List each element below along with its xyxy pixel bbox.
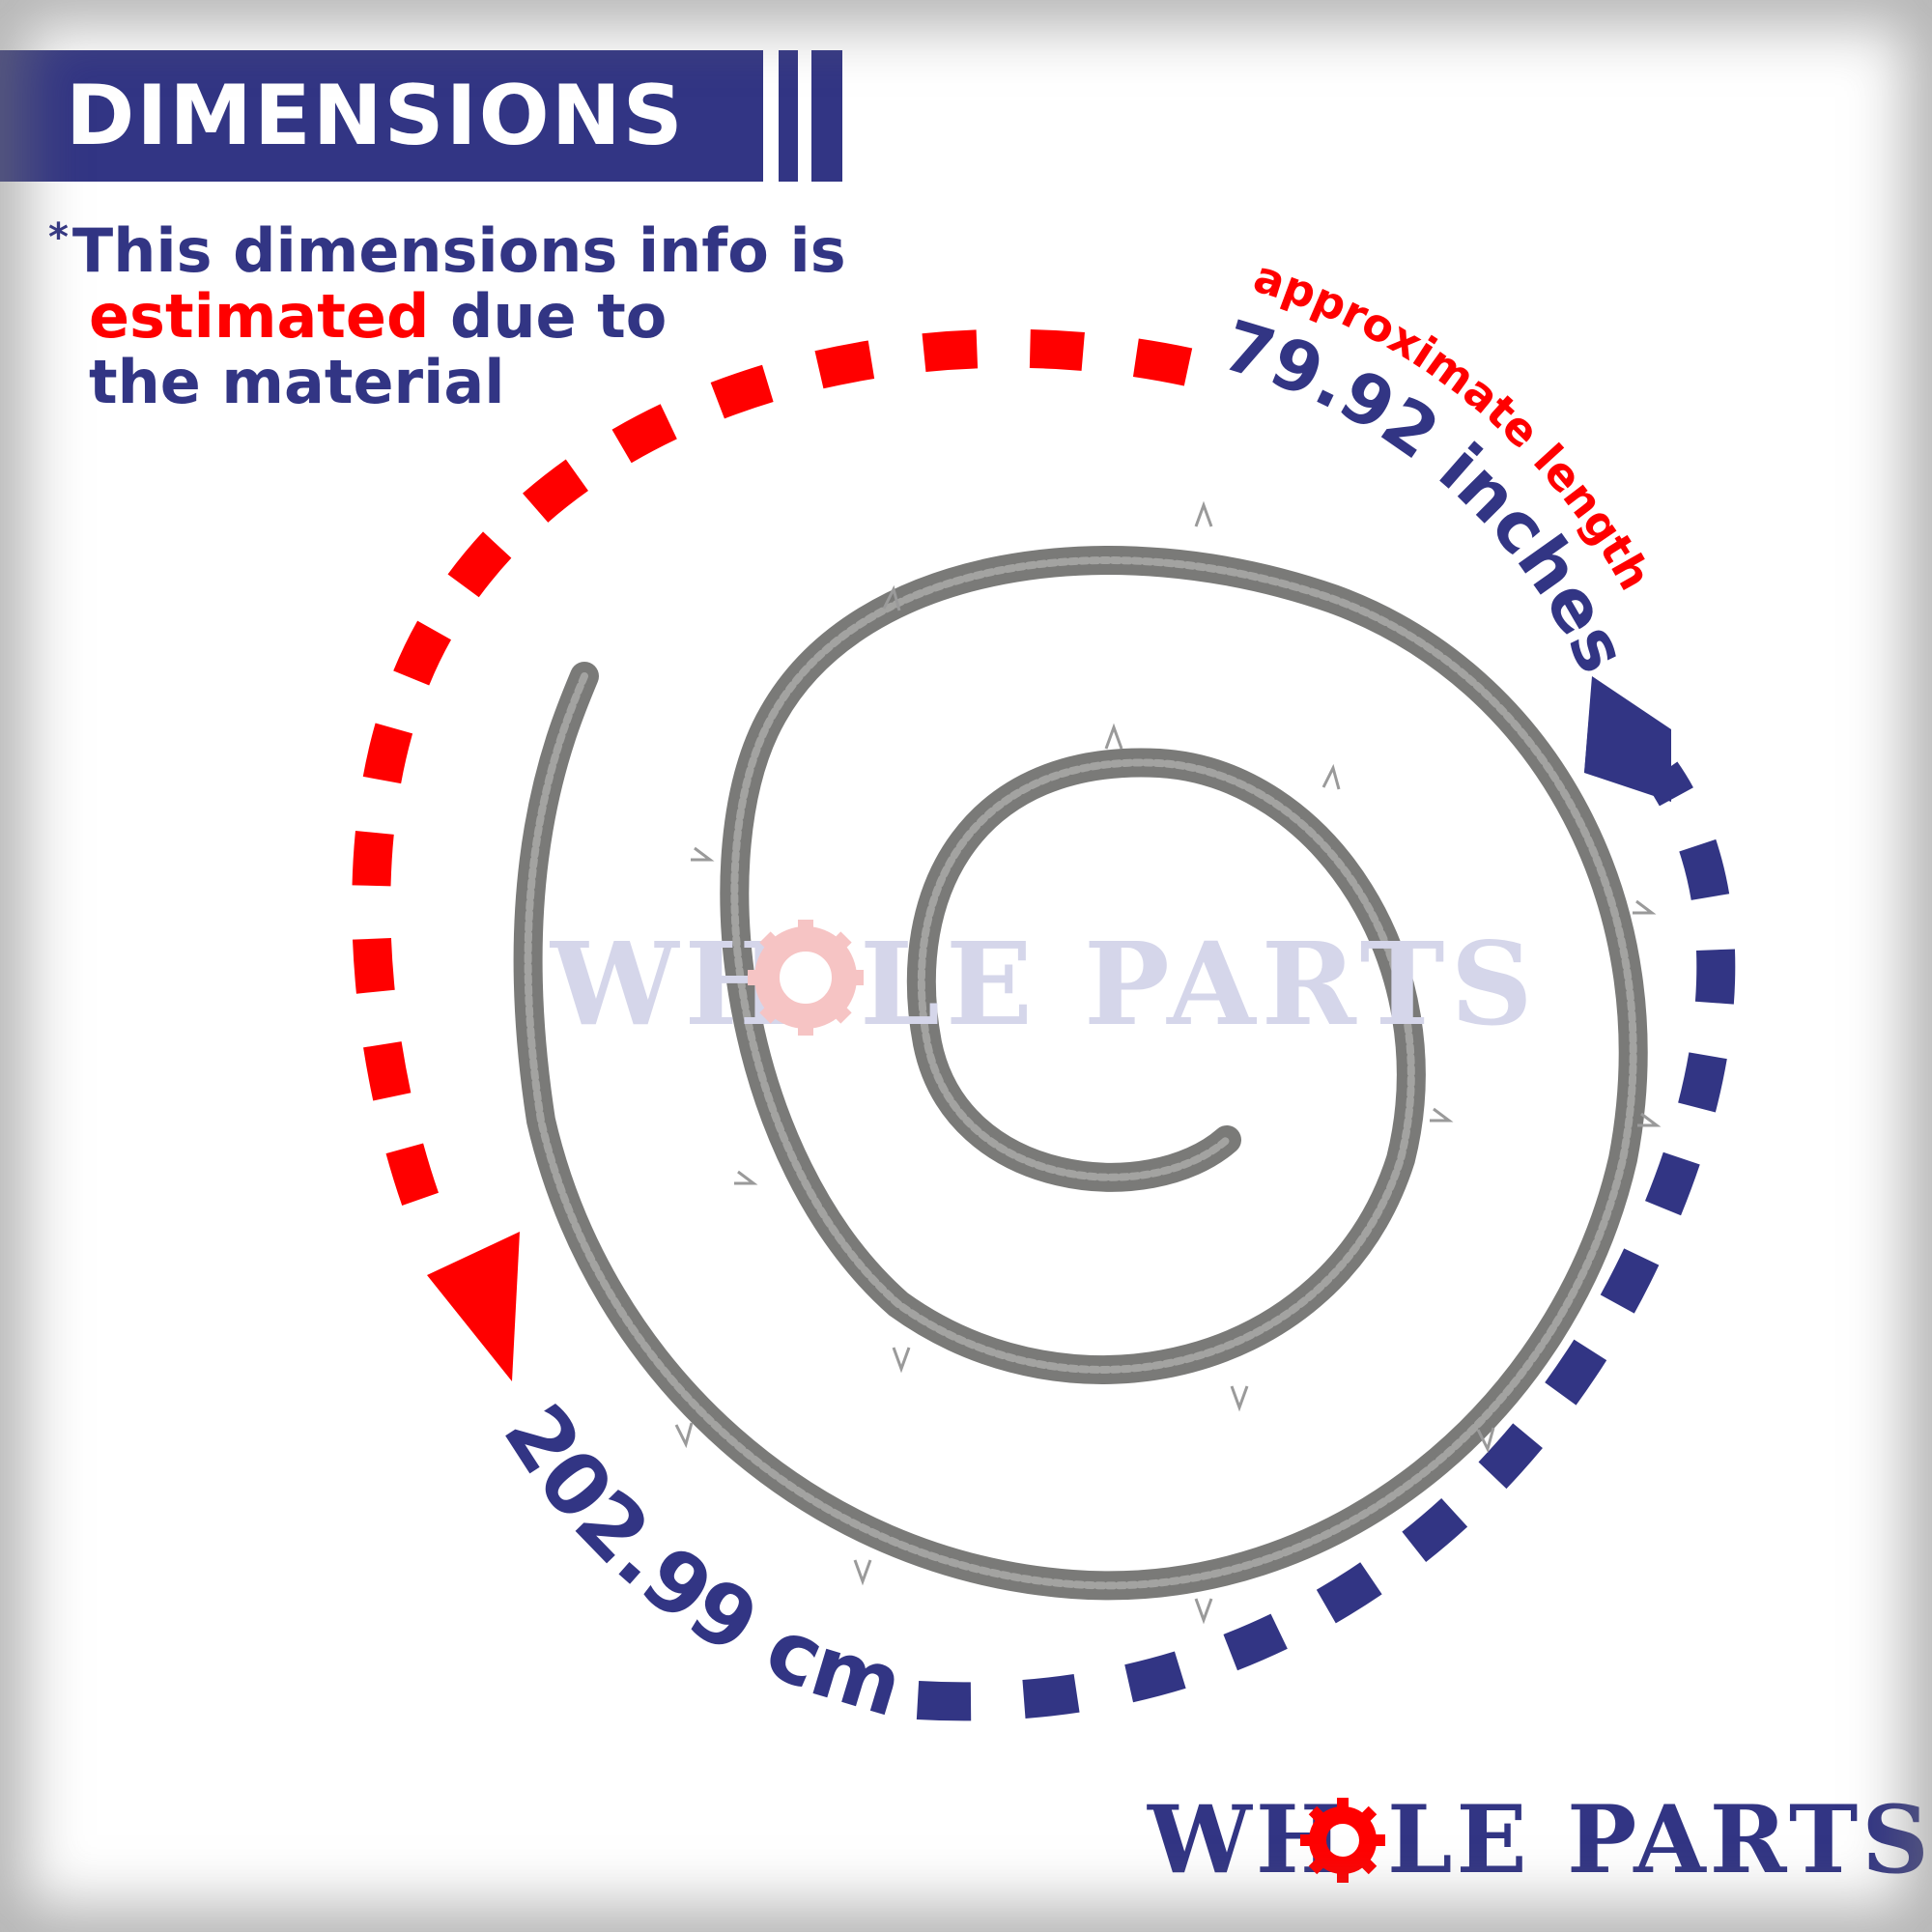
- page-title: DIMENSIONS: [66, 68, 685, 164]
- note-line-3: the material: [89, 347, 505, 417]
- brand-watermark: WH LE PARTS: [549, 917, 1539, 1051]
- note-asterisk: *: [48, 215, 69, 260]
- arrow-up-icon-head: [1584, 676, 1671, 802]
- watermark-text-right: LE PARTS: [860, 917, 1539, 1051]
- note-line-2-rest: due to: [429, 281, 668, 352]
- arrow-down-right-icon: [427, 1232, 520, 1381]
- estimate-note: *This dimensions info is estimated due t…: [48, 205, 918, 415]
- header-bar: [0, 50, 763, 182]
- note-highlight: estimated: [89, 281, 430, 352]
- cord-spiral-texture: [524, 556, 1637, 1590]
- header-stripe: [811, 50, 842, 182]
- gear-icon: [748, 920, 864, 1036]
- length-centimeters: 202.99 cm: [485, 1387, 914, 1736]
- gear-icon: [1300, 1798, 1385, 1883]
- logo-text-right: LE PARTS: [1387, 1785, 1932, 1894]
- note-line-1: This dimensions info is: [71, 215, 846, 286]
- red-dashed-arc: [352, 328, 1193, 1244]
- brand-logo: WH LE PARTS: [1147, 1785, 1932, 1894]
- cord-clips: [674, 500, 1662, 1625]
- note-line-2: estimated due to: [48, 284, 918, 350]
- header-stripe: [779, 50, 798, 182]
